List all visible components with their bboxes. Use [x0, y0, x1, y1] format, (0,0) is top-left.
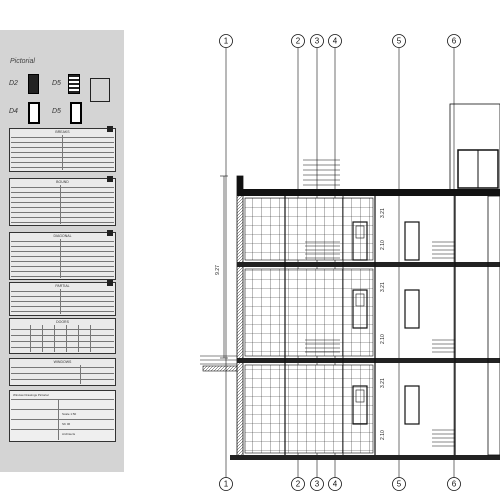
- grid-bubble: [447, 34, 461, 48]
- legend-table: DIAGONAL: [9, 230, 116, 280]
- grid-bubble: [310, 34, 324, 48]
- grid-bubble: [447, 477, 461, 491]
- legend-table: WINDOWS: [9, 358, 116, 386]
- table-icon: [107, 230, 113, 236]
- grid-bubble: [219, 34, 233, 48]
- table-header: DIAGONAL: [53, 234, 72, 238]
- grid-label: 4: [333, 480, 338, 489]
- floor-dim-label: 3.21: [380, 378, 386, 388]
- table-icon: [107, 176, 113, 182]
- legend-panel: Pictorial D2 D5 D4 D5 BREAKS BOUND DIAGO…: [0, 30, 124, 472]
- legend-table: PARTIAL: [9, 280, 116, 316]
- tiled-wall: [244, 268, 374, 357]
- table-icon: [107, 126, 113, 132]
- door-icon: [70, 102, 82, 124]
- door-tag: D4: [9, 108, 18, 115]
- floor-dim-label: 2.10: [380, 430, 386, 440]
- door-tag: D2: [9, 80, 18, 87]
- table-header: BREAKS: [55, 130, 70, 134]
- grid-bubble: [310, 477, 324, 491]
- grid-bubble: [291, 34, 305, 48]
- table-icon: [107, 280, 113, 286]
- grid-label: 6: [452, 37, 457, 46]
- grid-bubble: [328, 477, 342, 491]
- floor-dimensions: 3.21 2.10 3.21 2.10 3.21 2.10: [380, 208, 386, 440]
- floor-dim-label: 2.10: [380, 240, 386, 250]
- roof-slab: [237, 189, 500, 196]
- tiled-wall: [244, 197, 374, 261]
- left-wall: [236, 175, 244, 460]
- door-elevation: [352, 221, 420, 425]
- legend-table: BREAKS: [9, 126, 116, 172]
- legend-table: DOORS: [9, 318, 116, 354]
- floor-dim-label: 2.10: [380, 334, 386, 344]
- title-block: Window Drawings Pictorial Scale 1:50 SK …: [9, 390, 116, 442]
- stair-icon: [90, 78, 110, 102]
- table-header: DOORS: [56, 320, 69, 324]
- grid-label: 4: [333, 37, 338, 46]
- door-icon: [28, 74, 39, 94]
- terrace-railing: [200, 355, 238, 372]
- panel-title: Pictorial: [10, 58, 35, 65]
- grid-label: 5: [397, 37, 402, 46]
- grid-label: 5: [397, 480, 402, 489]
- table-header: WINDOWS: [53, 360, 72, 364]
- door-tag: D5: [52, 108, 61, 115]
- grid-label: 3: [315, 480, 320, 489]
- grid-label: 1: [224, 480, 229, 489]
- table-header: BOUND: [56, 180, 69, 184]
- floor-dim-label: 3.21: [380, 282, 386, 292]
- door-icon: [28, 102, 40, 124]
- floor-slab: [237, 262, 500, 267]
- ground-slab: [230, 455, 500, 460]
- grid-label: 3: [315, 37, 320, 46]
- height-dimension: 9.27: [215, 175, 228, 359]
- grid-bubble: [219, 477, 233, 491]
- grid-label: 1: [224, 37, 229, 46]
- grid-bubble: [328, 34, 342, 48]
- title-block-field: SK 06: [62, 422, 71, 426]
- door-tag: D5: [52, 80, 61, 87]
- title-block-heading: Window Drawings Pictorial: [13, 393, 49, 397]
- legend-table: BOUND: [9, 176, 116, 226]
- grid-label: 2: [296, 37, 301, 46]
- building-section: [200, 103, 500, 460]
- grid-label: 2: [296, 480, 301, 489]
- stair-section: [303, 159, 455, 447]
- rooftop-room: [449, 103, 500, 191]
- grid-bubble: [392, 477, 406, 491]
- height-dim-label: 9.27: [215, 265, 221, 275]
- grid-bubble: [392, 34, 406, 48]
- tiled-wall: [244, 364, 374, 454]
- grid-label: 6: [452, 480, 457, 489]
- title-block-field: Architects: [62, 432, 76, 436]
- table-header: PARTIAL: [55, 284, 70, 288]
- window-icon: [68, 74, 80, 94]
- title-block-field: Scale 1:50: [62, 412, 77, 416]
- floor-dim-label: 3.21: [380, 208, 386, 218]
- floor-slab: [237, 358, 500, 363]
- parapet: [237, 176, 243, 190]
- grid-bubble: [291, 477, 305, 491]
